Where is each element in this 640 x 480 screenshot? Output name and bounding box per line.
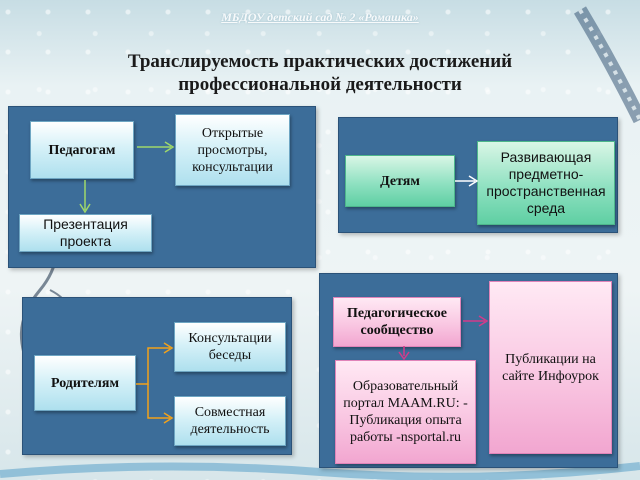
arrow-parents-branch [136,342,174,424]
joint-activity-box: Совместная деятельность [174,396,286,446]
infourok-publications-box: Публикации на сайте Инфоурок [489,281,612,454]
open-lessons-box: Открытые просмотры, консультации [175,114,290,186]
consultations-box: Консультации беседы [174,322,286,372]
teachers-target-box: Педагогам [30,121,134,179]
parents-target-box: Родителям [34,355,136,411]
arrow-community-down [398,346,410,361]
project-presentation-box: Презентация проекта [19,214,152,252]
arrow-teachers-down [79,180,91,214]
institution-name: МБДОУ детский сад № 2 «Ромашка» [221,10,419,24]
page-title: Транслируемость практических достижений … [127,51,513,95]
developing-environment-box: Развивающая предметно-пространственная с… [477,141,615,225]
community-target-box: Педагогическое сообщество [333,297,461,347]
arrow-teachers-right [137,141,175,153]
maam-portal-box: Образовательный портал MAAM.RU: - Публик… [335,360,476,464]
children-target-box: Детям [345,155,455,207]
arrow-community-right [463,315,489,327]
arrow-children-right [455,175,479,187]
